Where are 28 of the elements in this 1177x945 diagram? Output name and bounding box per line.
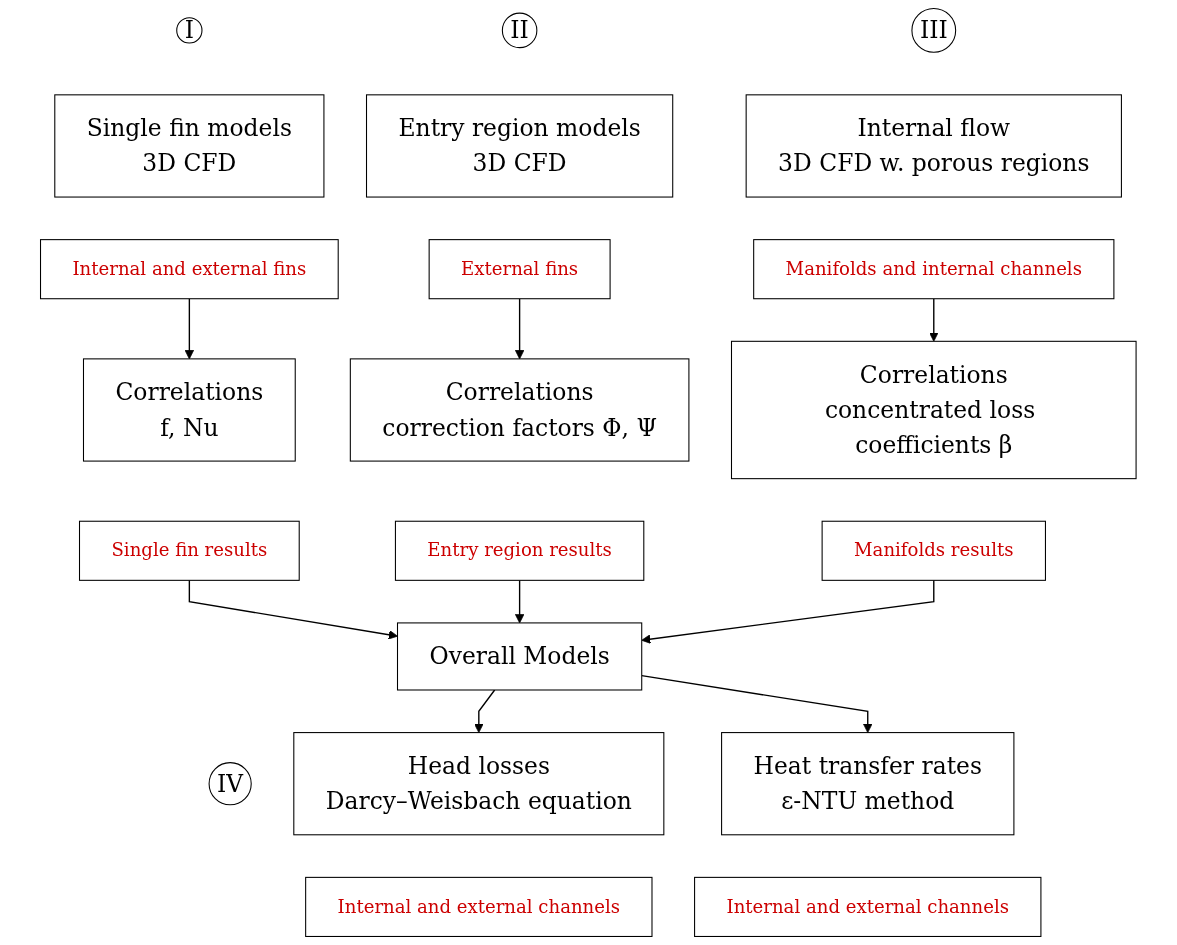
node-box: Head losses Darcy–Weisbach equation <box>293 732 665 836</box>
node-circle: II <box>502 12 538 49</box>
arrow <box>515 298 525 360</box>
node-circle: IV <box>208 762 252 806</box>
arrow <box>184 298 195 360</box>
node-box: Heat transfer rates ε-NTU method <box>721 732 1015 836</box>
arrow <box>929 298 939 342</box>
node-box: Manifolds and internal channels <box>753 239 1115 300</box>
node-box: Internal flow 3D CFD w. porous regions <box>745 94 1123 198</box>
node-box: Internal and external channels <box>694 876 1042 937</box>
arrow <box>515 579 525 624</box>
node-box: Overall Models <box>397 622 643 691</box>
node-box: Entry region models 3D CFD <box>366 94 674 198</box>
node-circle: I <box>176 17 203 44</box>
node-box: Entry region results <box>395 520 645 581</box>
node-box: Internal and external fins <box>40 239 339 300</box>
node-box: Internal and external channels <box>305 876 653 937</box>
arrow <box>474 689 496 733</box>
node-box: Single fin models 3D CFD <box>54 94 325 198</box>
node-box: Correlations correction factors Φ, Ψ <box>350 358 690 462</box>
node-box: Correlations concentrated loss coefficients β <box>731 340 1137 480</box>
node-circle: III <box>911 8 957 53</box>
arrow <box>641 579 935 644</box>
node-box: Single fin results <box>79 520 300 581</box>
node-box: External fins <box>428 239 611 300</box>
node-box: Correlations f, Nu <box>83 358 296 462</box>
node-box: Manifolds results <box>821 520 1047 581</box>
arrow <box>641 675 873 733</box>
